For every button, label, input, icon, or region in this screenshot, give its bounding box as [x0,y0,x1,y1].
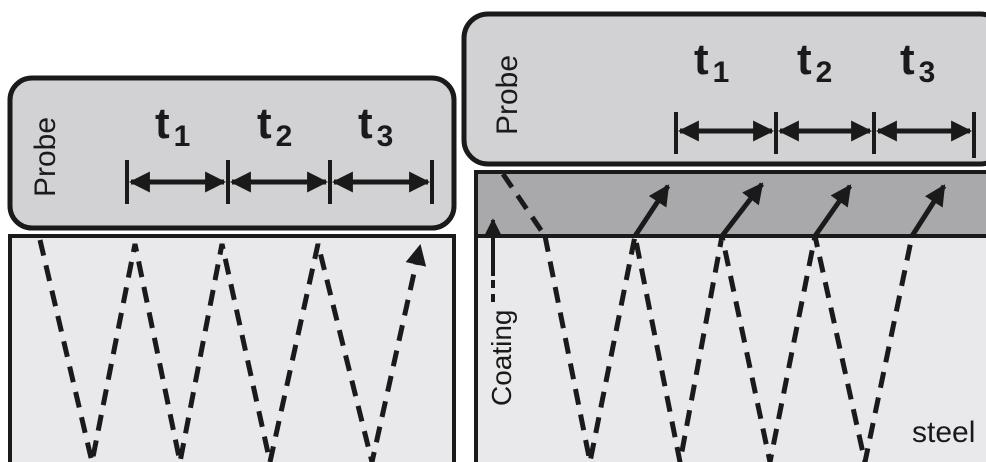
coating-label: Coating [486,309,517,406]
steel-label: steel [912,416,975,449]
echo-arrow-4 [909,184,947,238]
right-interval-ticks [674,112,976,158]
left-probe-box [7,75,457,231]
right-steel-block [474,234,986,462]
left-probe-label: Probe [29,117,62,197]
left-material-block [8,234,456,462]
echo-arrow-1 [632,184,671,238]
right-echo-arrows [632,182,947,238]
right-probe-label: Probe [491,55,524,135]
left-interval-ticks [125,160,434,204]
left-reflection-path [37,239,427,462]
echo-arrow-3 [812,184,853,238]
echo-arrow-2 [720,182,764,238]
right-entry-path [500,172,548,238]
